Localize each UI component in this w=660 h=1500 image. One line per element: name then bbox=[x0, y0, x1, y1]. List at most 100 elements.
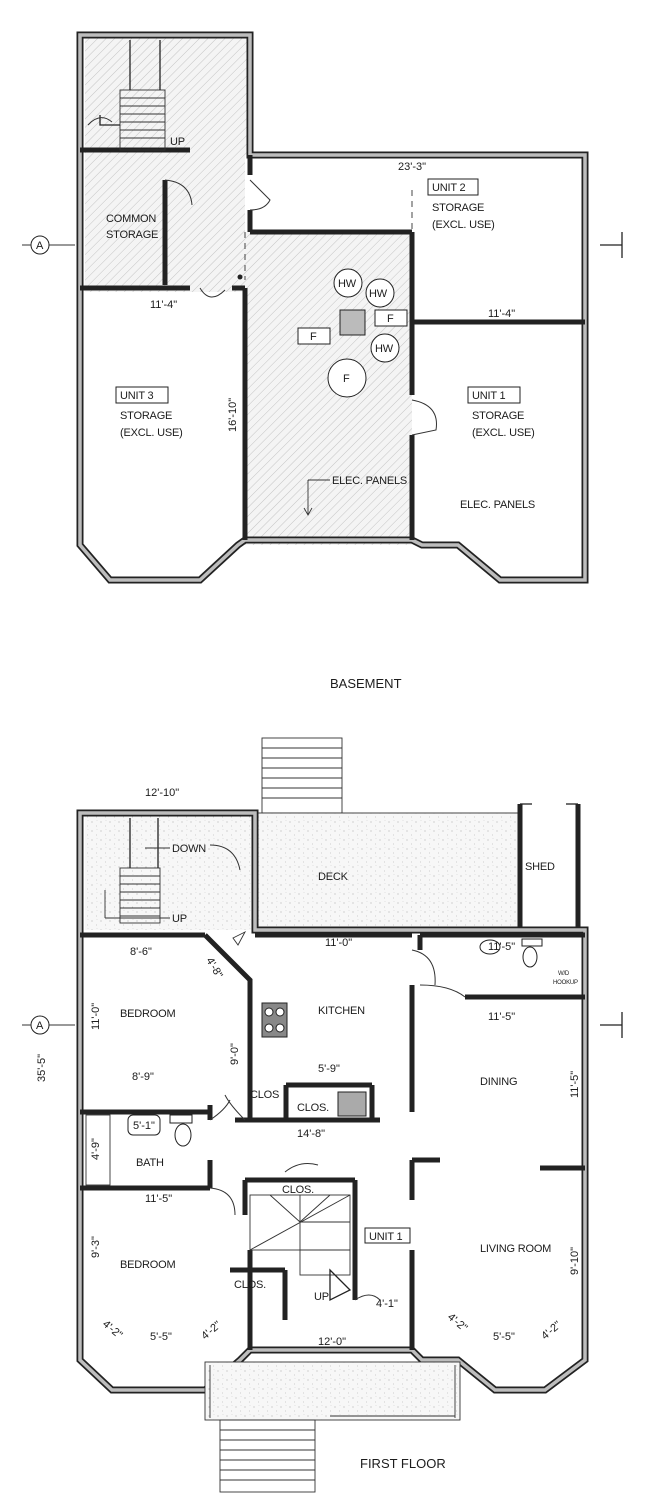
section-marker-a: A bbox=[22, 232, 623, 258]
wd-label: W/D bbox=[558, 971, 570, 977]
door-swing bbox=[249, 179, 271, 211]
closet-label: CLOS. bbox=[234, 1279, 266, 1291]
dimension-label: 23'-3" bbox=[398, 161, 426, 173]
furnace-label: F bbox=[310, 331, 317, 343]
unit-1-tag bbox=[467, 386, 521, 404]
door-swing bbox=[164, 179, 193, 206]
dimension-label: 8'-9" bbox=[132, 1071, 154, 1083]
unit-2-tag bbox=[427, 178, 479, 196]
dimension-label: 4'-9" bbox=[90, 1138, 102, 1160]
bath-label: BATH bbox=[136, 1157, 164, 1169]
dimension-label: 5'-9" bbox=[318, 1063, 340, 1075]
basement-title: BASEMENT bbox=[330, 676, 402, 691]
section-marker-a: A bbox=[22, 1012, 623, 1038]
door-swing bbox=[199, 287, 226, 298]
dimension-label: 11'-5" bbox=[488, 941, 515, 953]
basement-stair-up-label: UP bbox=[170, 136, 185, 148]
unit-1-label: UNIT 1 bbox=[369, 1231, 403, 1243]
door-swing bbox=[87, 117, 113, 126]
door-swing bbox=[209, 1099, 231, 1121]
basement-stair: UP bbox=[99, 40, 185, 151]
triangle-marker-icon bbox=[232, 930, 247, 946]
unit-3-tag bbox=[115, 386, 169, 404]
dimension-label: 4'-1" bbox=[376, 1298, 398, 1310]
dimension-label: 4'-2" bbox=[199, 1319, 224, 1342]
water-heater-label: HW bbox=[338, 278, 357, 290]
interior-stair bbox=[249, 1194, 352, 1302]
stair-up-label: UP bbox=[172, 913, 187, 925]
first-floor-title: FIRST FLOOR bbox=[360, 1456, 446, 1471]
furnace-label: F bbox=[343, 373, 350, 385]
basement-plan: UP HW HW HW F F F COMMON STORAGE bbox=[22, 31, 623, 691]
dimension-label: 4'-2" bbox=[100, 1318, 125, 1341]
furnace-label: F bbox=[387, 313, 394, 325]
dimension-label: 5'-5" bbox=[150, 1331, 172, 1343]
dimension-label: 11'-0" bbox=[90, 1003, 102, 1030]
door-swing bbox=[419, 984, 466, 998]
unit-3-label: UNIT 3 bbox=[120, 390, 154, 402]
unit-2-storage-label: STORAGE bbox=[432, 202, 484, 214]
unit-3-excl-label: (EXCL. USE) bbox=[120, 427, 183, 439]
dimension-label: 9'-0" bbox=[229, 1043, 241, 1065]
bedroom-label: BEDROOM bbox=[120, 1008, 175, 1020]
dimension-label: 12'-0" bbox=[318, 1336, 346, 1348]
rear-interior-stair: DOWN UP bbox=[104, 818, 206, 925]
closet-label: CLOS. bbox=[282, 1184, 314, 1196]
rear-entry-stairs bbox=[261, 737, 343, 814]
unit-1-label: UNIT 1 bbox=[472, 390, 506, 402]
dimension-label: 11'-4" bbox=[150, 299, 177, 311]
closet-label: CLOS. bbox=[297, 1102, 329, 1114]
dining-label: DINING bbox=[480, 1076, 517, 1088]
basement-equipment: HW HW HW F F F bbox=[237, 268, 408, 398]
dimension-label: 35'-5" bbox=[36, 1054, 48, 1082]
common-storage-label: COMMON bbox=[106, 213, 156, 225]
laundry-fixtures bbox=[479, 938, 543, 968]
dimension-label: 8'-6" bbox=[130, 946, 152, 958]
door-swing bbox=[411, 399, 437, 436]
dimension-label: 5'-1" bbox=[133, 1120, 155, 1132]
stair-up-label: UP bbox=[314, 1291, 329, 1303]
front-steps bbox=[219, 1419, 316, 1493]
wd-hookup-label: HOOKUP bbox=[553, 980, 578, 986]
dimension-label: 11'-0" bbox=[325, 937, 352, 949]
unit-2-excl-label: (EXCL. USE) bbox=[432, 219, 495, 231]
door-swing bbox=[284, 1163, 319, 1173]
water-heater-label: HW bbox=[375, 343, 394, 355]
elec-panels-label: ELEC. PANELS bbox=[332, 475, 407, 487]
section-marker-label: A bbox=[36, 1020, 44, 1032]
dimension-label: 11'-5" bbox=[569, 1071, 581, 1098]
kitchen-label: KITCHEN bbox=[318, 1005, 365, 1017]
living-room-label: LIVING ROOM bbox=[480, 1243, 551, 1255]
kitchen-range bbox=[261, 1002, 288, 1038]
dimension-label: 4'-8" bbox=[203, 956, 224, 981]
bathroom-fixtures bbox=[85, 1114, 193, 1186]
door-swing bbox=[209, 844, 241, 871]
dimension-label: 11'-5" bbox=[488, 1011, 515, 1023]
unit-1-tag bbox=[364, 1227, 411, 1244]
first-floor-plan: DOWN UP bbox=[22, 737, 623, 1493]
unit-3-storage-label: STORAGE bbox=[120, 410, 172, 422]
dimension-label: 14'-8" bbox=[297, 1128, 325, 1140]
elec-panels-label: ELEC. PANELS bbox=[460, 499, 535, 511]
unit-1-excl-label: (EXCL. USE) bbox=[472, 427, 535, 439]
door-swing bbox=[354, 1294, 381, 1301]
dimension-label: 4'-2" bbox=[539, 1319, 564, 1342]
dimension-label: 12'-10" bbox=[145, 787, 179, 799]
dimension-label: 9'-10" bbox=[569, 1247, 581, 1275]
deck-label: DECK bbox=[318, 871, 349, 883]
closet-label: CLOS bbox=[250, 1089, 279, 1101]
dimension-label: 4'-2" bbox=[445, 1311, 470, 1334]
dimension-label: 16'-10" bbox=[227, 398, 239, 432]
refrigerator bbox=[337, 1091, 367, 1117]
stair-down-label: DOWN bbox=[172, 843, 206, 855]
section-marker-label: A bbox=[36, 240, 44, 252]
dimension-label: 5'-5" bbox=[493, 1331, 515, 1343]
door-swing bbox=[209, 1187, 236, 1216]
door-swing bbox=[224, 1094, 246, 1121]
bedroom-label: BEDROOM bbox=[120, 1259, 175, 1271]
unit-2-label: UNIT 2 bbox=[432, 182, 466, 194]
shed-label: SHED bbox=[525, 861, 555, 873]
door-swing bbox=[411, 949, 436, 986]
dimension-label: 11'-4" bbox=[488, 308, 515, 320]
